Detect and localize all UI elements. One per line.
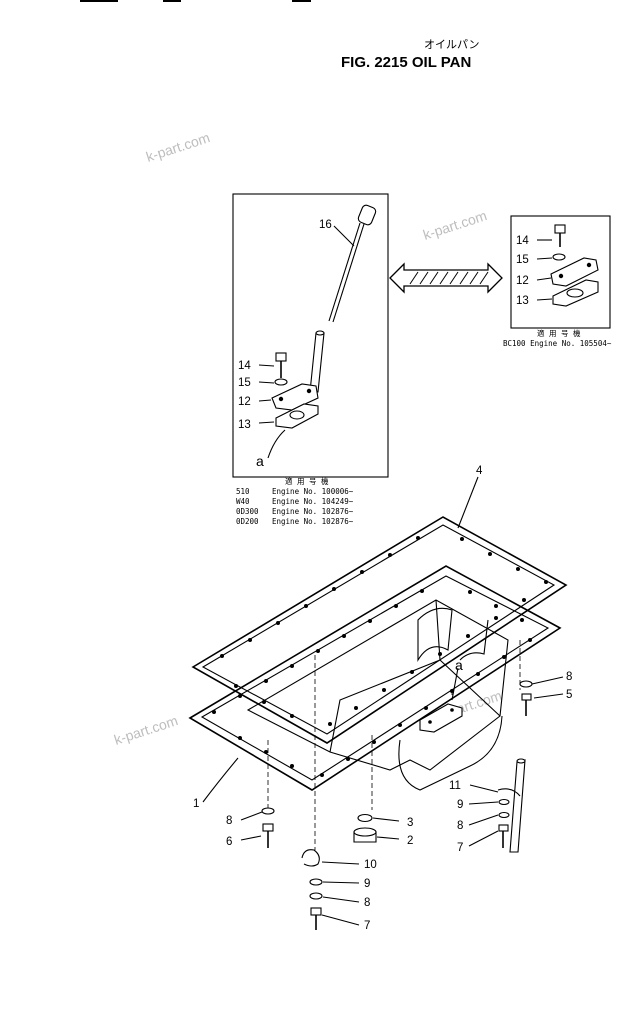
applicability-heading-alt: 適 用 号 機 bbox=[537, 328, 581, 338]
interchange-arrow bbox=[389, 262, 503, 294]
figure-title: FIG. 2215 OIL PAN bbox=[341, 54, 471, 71]
dipstick-handle bbox=[357, 204, 377, 226]
applicability-engine: Engine No. 102876~ bbox=[272, 517, 354, 526]
flange-12 bbox=[271, 383, 319, 411]
applicability-model: 0D300 bbox=[236, 507, 259, 516]
drain-plug bbox=[353, 813, 377, 843]
callout-7-right: 7 bbox=[457, 842, 463, 854]
applicability-table-main: 適 用 号 機 510 Engine No. 100006~ W40 Engin… bbox=[236, 476, 354, 526]
fasteners-left bbox=[261, 807, 275, 848]
washer-15-alt bbox=[552, 253, 566, 261]
bolt-7-right-head bbox=[498, 824, 509, 832]
callout-13: 13 bbox=[238, 419, 251, 431]
inset-alternate: 14 15 12 13 適 用 号 機 BC100 Engine No. 105… bbox=[503, 215, 612, 348]
bolt-6-head bbox=[262, 823, 274, 832]
callout-8-left: 8 bbox=[226, 815, 232, 827]
callout-8-bottom: 8 bbox=[364, 897, 370, 909]
callout-12-alt: 12 bbox=[516, 275, 529, 287]
dipstick-tube bbox=[497, 758, 526, 853]
washer-8-left bbox=[261, 807, 275, 815]
applicability-heading: 適 用 号 機 bbox=[285, 476, 329, 486]
applicability-model: 510 bbox=[236, 487, 250, 496]
callout-a-main: a bbox=[455, 657, 463, 673]
o-ring-3 bbox=[357, 813, 373, 823]
callout-7-bottom: 7 bbox=[364, 920, 370, 932]
callout-4: 4 bbox=[476, 465, 483, 477]
callout-16: 16 bbox=[319, 219, 332, 231]
callout-6: 6 bbox=[226, 836, 232, 848]
watermark: k-part.com bbox=[112, 712, 180, 748]
applicability-model: 0D200 bbox=[236, 517, 259, 526]
inset-dipstick: 16 14 15 12 13 a bbox=[232, 193, 389, 478]
callout-10: 10 bbox=[364, 859, 377, 871]
bolt-5-head bbox=[521, 693, 532, 701]
callout-14: 14 bbox=[238, 360, 251, 372]
inset-frame bbox=[232, 193, 389, 478]
washer-15 bbox=[274, 378, 288, 386]
gasket-4 bbox=[191, 516, 568, 744]
bolt-14 bbox=[275, 352, 287, 362]
applicability-model: W40 bbox=[236, 497, 250, 506]
bolt-7-head bbox=[310, 907, 322, 916]
callout-a: a bbox=[256, 453, 264, 469]
callout-13-alt: 13 bbox=[516, 295, 529, 307]
washer-8 bbox=[519, 680, 533, 688]
fasteners-bottom bbox=[301, 849, 323, 930]
inset-alt-frame bbox=[510, 215, 611, 329]
bolt-14-alt bbox=[554, 224, 566, 234]
washer-8-bottom bbox=[309, 892, 323, 900]
callout-8-right: 8 bbox=[457, 820, 463, 832]
callout-12: 12 bbox=[238, 396, 251, 408]
applicability-engine: Engine No. 100006~ bbox=[272, 487, 354, 496]
callout-11: 11 bbox=[449, 780, 461, 792]
callout-15-alt: 15 bbox=[516, 254, 529, 266]
washer-9 bbox=[309, 878, 323, 886]
callout-15: 15 bbox=[238, 377, 251, 389]
applicability-engine: Engine No. 104249~ bbox=[272, 497, 354, 506]
callout-2: 2 bbox=[407, 835, 413, 847]
washer-9-right bbox=[498, 798, 510, 806]
applicability-engine: Engine No. 102876~ bbox=[272, 507, 354, 516]
callout-9: 9 bbox=[364, 878, 370, 890]
leader-lines bbox=[202, 476, 564, 926]
guide-tube bbox=[309, 332, 325, 393]
callout-8-right-upper: 8 bbox=[566, 671, 572, 683]
watermark: k-part.com bbox=[421, 207, 489, 243]
callout-1: 1 bbox=[193, 798, 199, 810]
applicability-alt: BC100 Engine No. 105504~ bbox=[503, 339, 612, 348]
washer-8-right bbox=[498, 811, 510, 819]
callout-3: 3 bbox=[407, 817, 413, 829]
fasteners-right-upper bbox=[519, 680, 533, 716]
callout-14-alt: 14 bbox=[516, 235, 529, 247]
oil-pan-1 bbox=[188, 565, 562, 791]
watermark: k-part.com bbox=[144, 129, 212, 165]
flange-12-alt bbox=[550, 257, 599, 287]
callout-5: 5 bbox=[566, 689, 572, 701]
title-japanese: オイルパン bbox=[424, 38, 480, 51]
callout-9-right: 9 bbox=[457, 799, 463, 811]
clip-10 bbox=[301, 849, 320, 867]
